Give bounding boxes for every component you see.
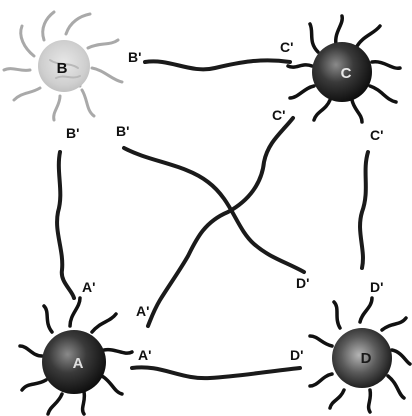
strand-c-a [148, 118, 293, 326]
node-c: C [288, 16, 400, 122]
node-b-label: B [57, 60, 68, 77]
strand-c-d [360, 152, 368, 268]
strand-ca-start-label: C' [272, 107, 285, 123]
strand-ba-start-label: B' [66, 125, 79, 141]
node-a: A [20, 298, 132, 414]
strand-ba-end-label: A' [82, 279, 95, 295]
strand-bc-end-label: C' [280, 39, 293, 55]
strand-bd-start-label: B' [116, 123, 129, 139]
strand-b-d [124, 148, 304, 272]
strand-cd-start-label: C' [370, 127, 383, 143]
strand-b-a [57, 152, 74, 298]
strand-ad-start-label: A' [138, 347, 151, 363]
strand-bc-start-label: B' [128, 49, 141, 65]
node-b: B [4, 12, 122, 120]
strand-ca-end-label: A' [136, 303, 149, 319]
node-c-label: C [341, 65, 352, 82]
node-a-label: A [73, 355, 84, 372]
node-d: D [310, 298, 410, 412]
strand-a-d [132, 367, 300, 378]
strand-bd-end-label: D' [296, 275, 309, 291]
strand-cd-end-label: D' [370, 279, 383, 295]
node-d-label: D [361, 350, 372, 367]
strand-b-c [145, 60, 290, 69]
strand-ad-end-label: D' [290, 347, 303, 363]
